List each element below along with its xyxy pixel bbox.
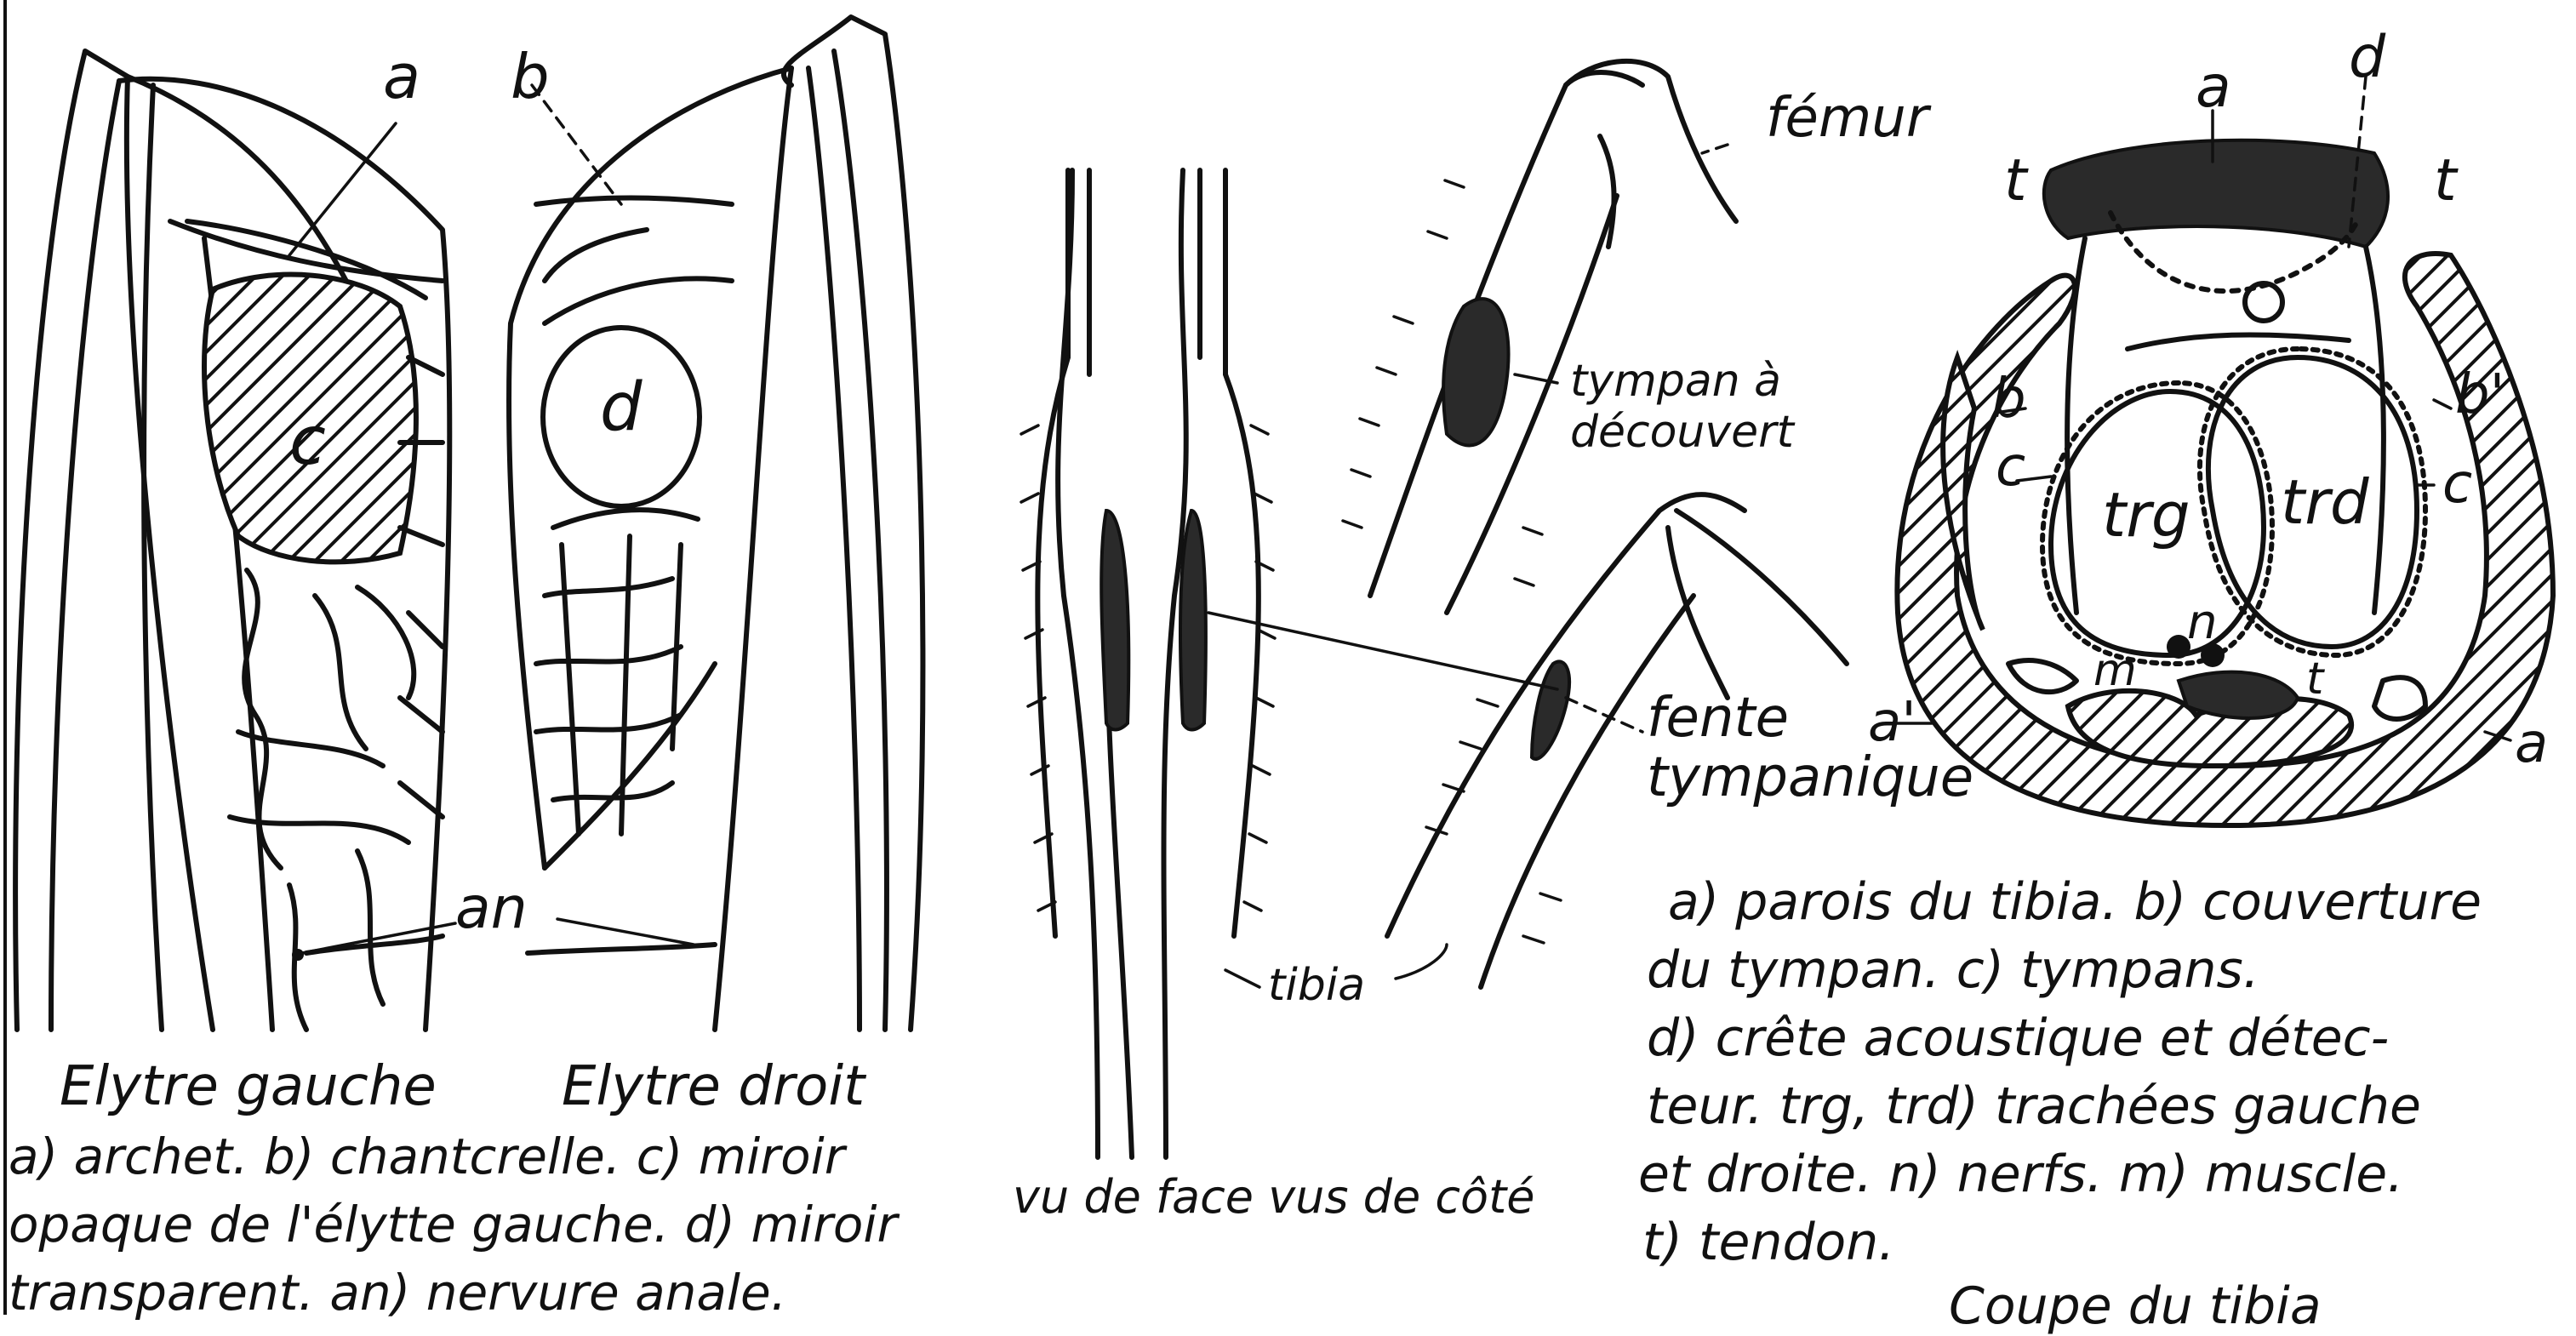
elytra-title-left: Elytre gauche [60,1059,437,1114]
elytra-label-c: c [289,403,326,480]
elytra-legend-line-2: opaque de l'élytte gauche. d) miroir [9,1200,897,1249]
section-label-a-right: a [2515,712,2548,775]
section-legend-line-2: du tympan. c) tympans. [1647,945,2259,996]
leg-label-tympan-1: tympan à [1570,356,1781,407]
elytra-label-a: a [383,41,420,112]
section-label-b-right: b' [2455,363,2505,426]
section-label-c-right: c [2442,453,2472,516]
section-label-t-right: t [2434,147,2459,214]
section-legend-line-5: et droite. n) nerfs. m) muscle. [1638,1149,2403,1200]
left-elytron-drawing [15,51,449,1030]
section-label-t-left: t [2004,147,2029,214]
elytra-legend-line-3: transparent. an) nervure anale. [9,1268,786,1317]
section-label-m: m [2093,645,2137,696]
femur-side-view [1343,61,1736,613]
leg-caption: vu de face vus de côté [1013,1174,1534,1220]
elytra-label-d: d [600,369,643,446]
leg-label-tympan-2: découvert [1570,407,1796,458]
elytra-label-an: an [455,875,528,942]
section-label-b-left: b [1991,368,2026,431]
leg-label-fente-1: fente [1647,687,1789,750]
section-legend-line-1: a) parois du tibia. b) couverture [1668,876,2482,928]
leg-label-femur: fémur [1766,87,1932,150]
tibia-front-view [1021,170,1275,1157]
section-label-t-inner: t [2306,654,2325,705]
leg-label-fente-2: tympanique [1647,746,1973,809]
section-legend-line-4: teur. trg, trd) trachées gauche [1647,1081,2421,1132]
elytra-label-b: b [511,41,550,112]
right-elytron-drawing [509,17,922,1030]
section-label-a-top: a [2196,54,2231,121]
section-legend-line-6: t) tendon. [1642,1217,1894,1268]
elytra-title-right: Elytre droit [562,1059,865,1114]
section-label-n: n [2187,595,2218,650]
section-legend-line-3: d) crête acoustique et détec- [1647,1013,2389,1064]
section-label-a-left: a' [1868,691,1916,754]
section-label-trd: trd [2281,466,2370,538]
section-label-c-left: c [1996,436,2025,499]
section-label-d-top: d [2349,24,2386,91]
elytra-legend-line-1: a) archet. b) chantcrelle. c) miroir [9,1132,845,1181]
section-label-trg: trg [2102,479,2190,551]
section-bottom-cut-title: Coupe du tibia [1949,1281,2322,1332]
leg-label-tibia: tibia [1268,960,1365,1011]
